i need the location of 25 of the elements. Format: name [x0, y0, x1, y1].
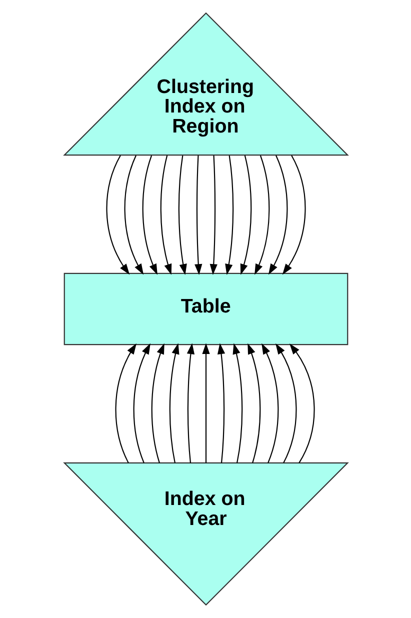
arrow [216, 343, 225, 463]
arrow [282, 155, 306, 275]
arrow [114, 343, 136, 464]
arrow [274, 343, 296, 464]
arrow [247, 343, 260, 464]
arrow [261, 343, 278, 464]
arrow [150, 343, 164, 464]
arrow [124, 155, 144, 275]
arrow [209, 156, 217, 276]
arrow [168, 343, 179, 464]
arrow [268, 155, 288, 275]
arrow [232, 343, 242, 464]
arrow [142, 155, 157, 275]
arrow [160, 155, 172, 275]
node-box: Table [63, 272, 348, 346]
arrow [186, 343, 194, 463]
arrow [288, 343, 314, 464]
arrow [254, 155, 270, 275]
arrow [194, 156, 202, 276]
arrow [178, 155, 186, 275]
arrow [240, 155, 252, 275]
arrow [202, 343, 210, 463]
arrow [106, 155, 130, 275]
arrow [132, 343, 150, 464]
arrow [224, 155, 234, 275]
